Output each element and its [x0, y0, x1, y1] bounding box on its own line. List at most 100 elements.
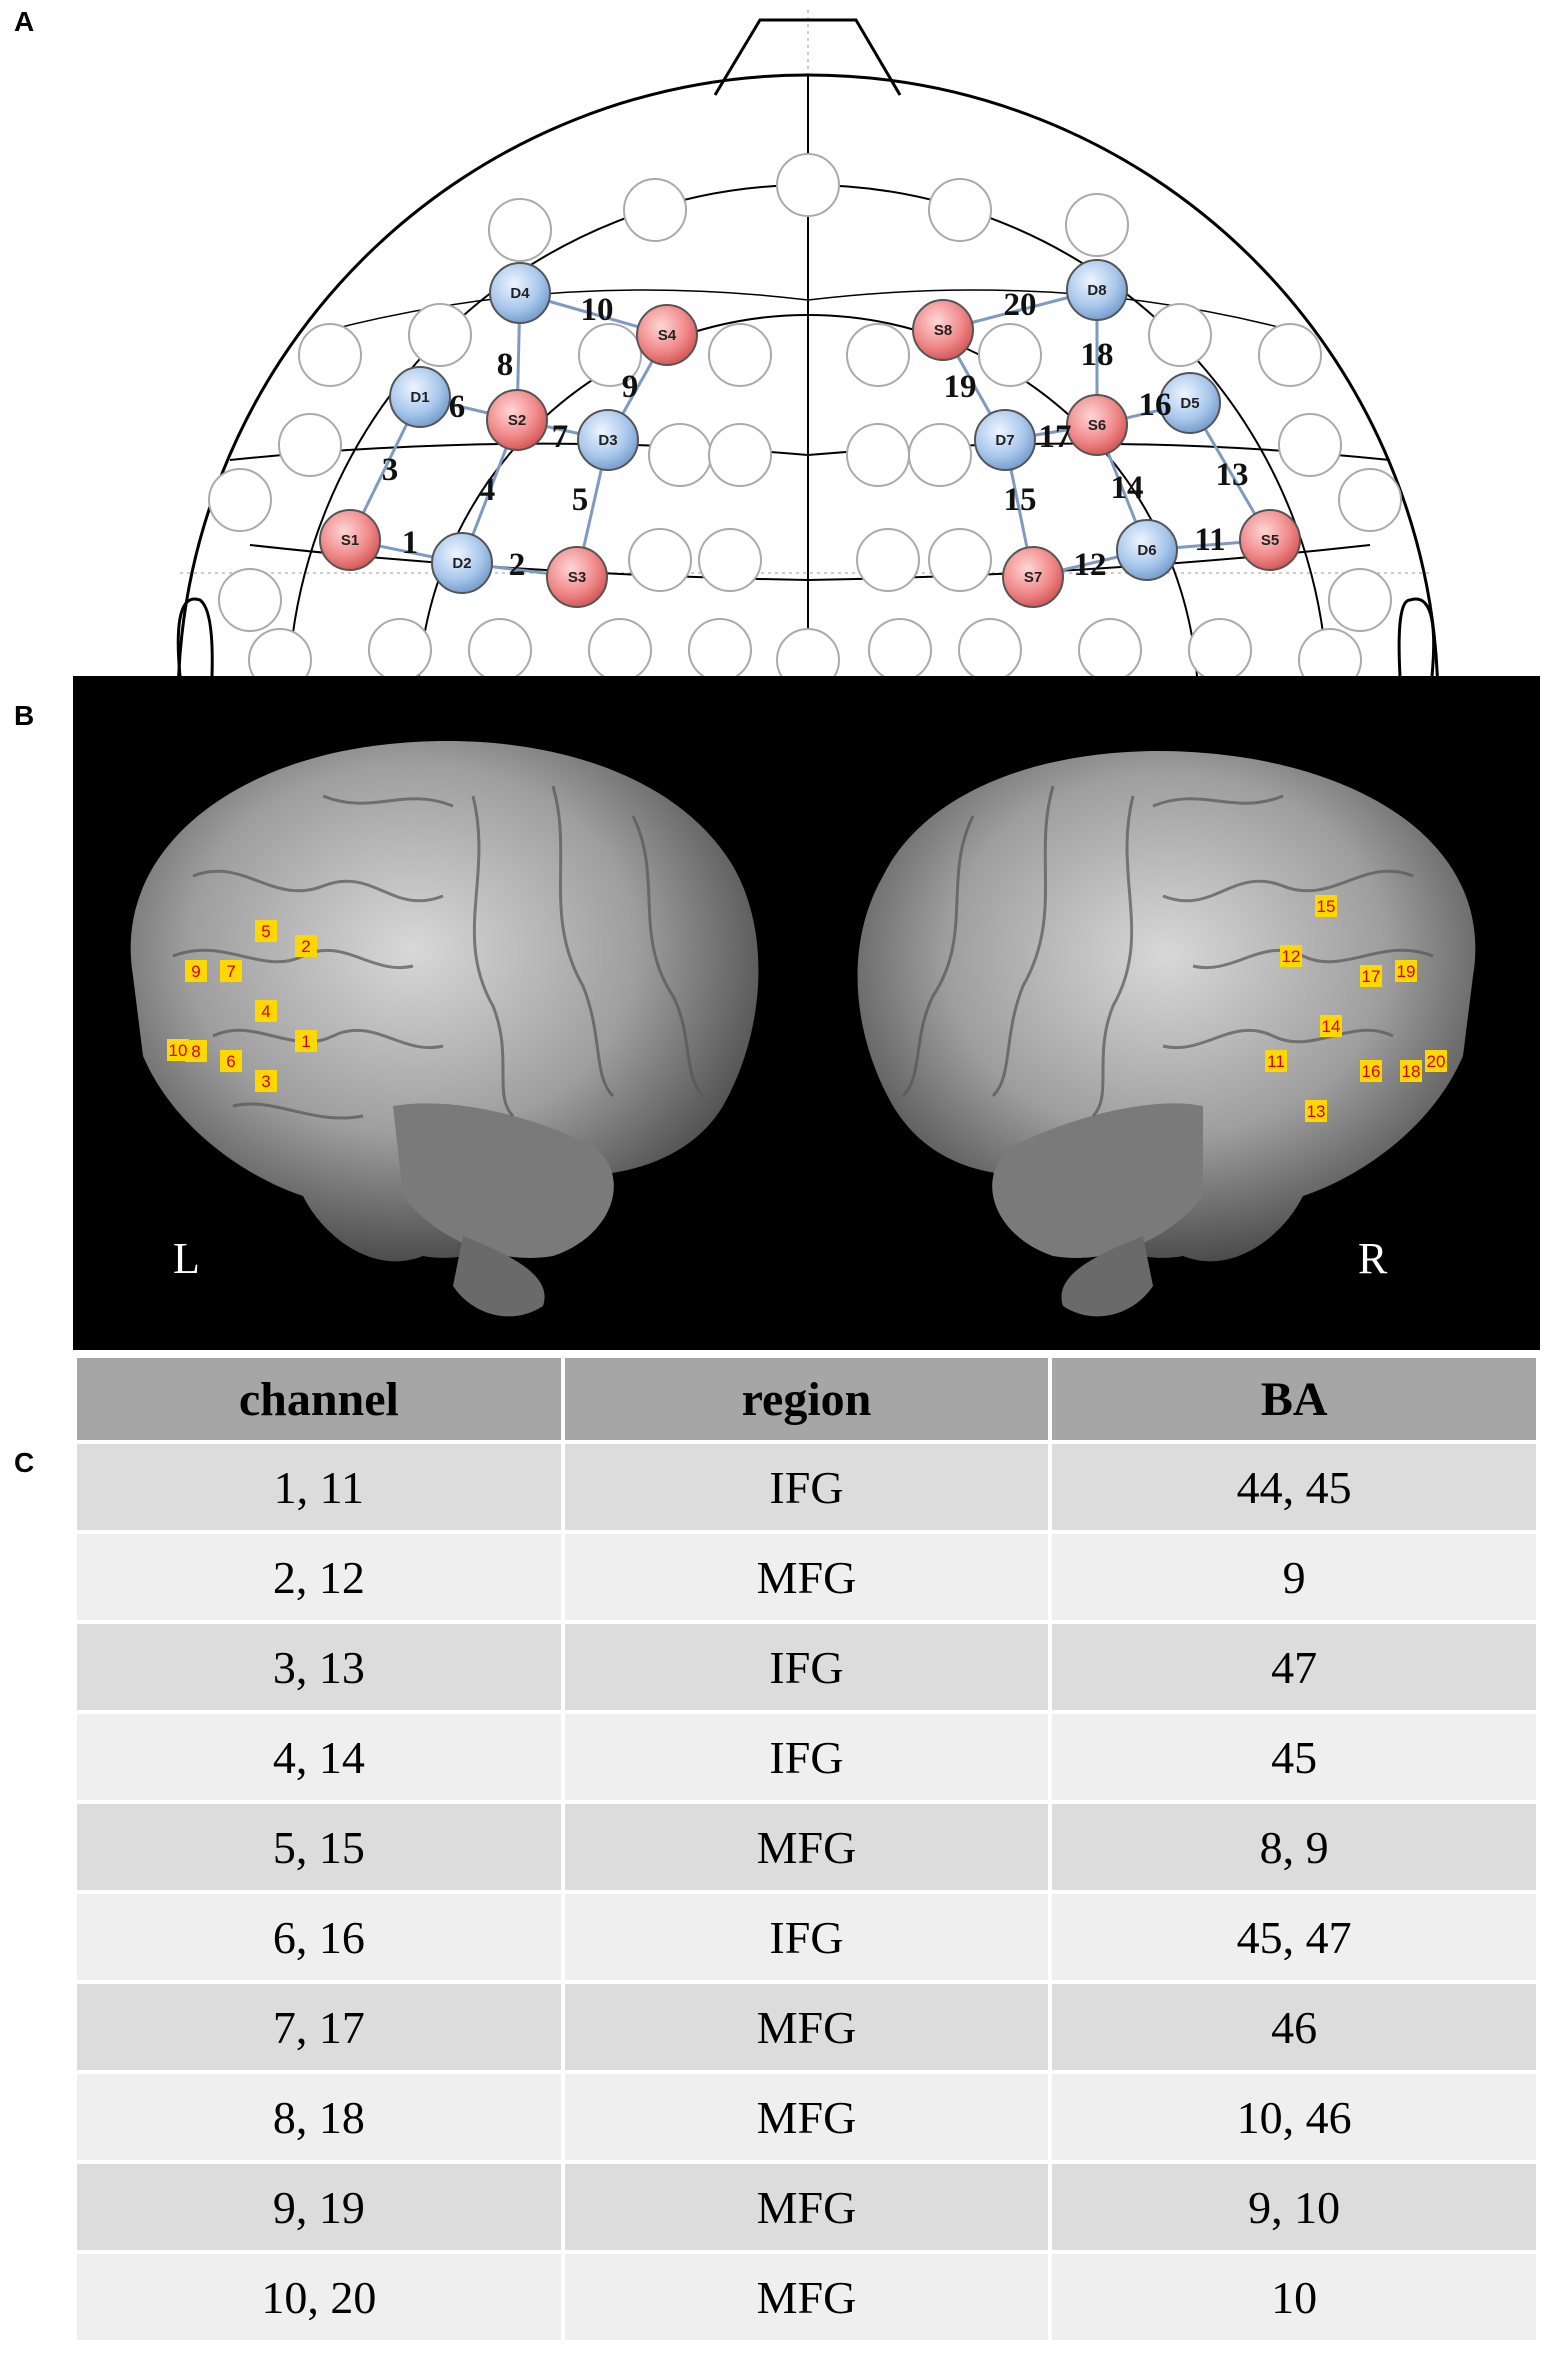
empty-position-marker — [1338, 468, 1402, 532]
region-cell: IFG — [564, 1894, 1049, 1980]
empty-position-marker — [278, 413, 342, 477]
marker-number: 4 — [261, 1002, 270, 1021]
detector-optode: D1 — [389, 366, 451, 428]
empty-position-marker — [578, 323, 642, 387]
ba-cell: 8, 9 — [1052, 1804, 1536, 1890]
marker-square — [1360, 965, 1382, 987]
brain-channel-marker: 4 — [255, 1000, 277, 1022]
region-cell: IFG — [564, 1714, 1049, 1800]
empty-position-marker — [208, 468, 272, 532]
empty-position-marker — [908, 423, 972, 487]
region-cell: MFG — [564, 1804, 1049, 1890]
empty-position-marker — [623, 178, 687, 242]
marker-square — [1265, 1050, 1287, 1072]
empty-position-marker — [708, 423, 772, 487]
detector-optode: D5 — [1159, 372, 1221, 434]
source-optode: S8 — [912, 299, 974, 361]
channel-number-label: 13 — [1216, 457, 1249, 493]
channel-number-label: 4 — [479, 472, 496, 508]
right-hemisphere-label: R — [1358, 1234, 1388, 1283]
marker-number: 19 — [1397, 962, 1416, 981]
panel-label-a: A — [14, 6, 35, 37]
channel-number-label: 14 — [1111, 470, 1144, 506]
detector-optode: D6 — [1116, 519, 1178, 581]
marker-number: 11 — [1267, 1052, 1285, 1071]
marker-number: 18 — [1402, 1062, 1421, 1081]
optode-circle — [912, 299, 974, 361]
ba-cell: 47 — [1052, 1624, 1536, 1710]
empty-position-marker — [868, 618, 932, 676]
header-ba: BA — [1052, 1358, 1536, 1440]
marker-number: 1 — [301, 1032, 310, 1051]
marker-square — [295, 935, 317, 957]
source-optode: S1 — [319, 509, 381, 571]
region-cell: MFG — [564, 1984, 1049, 2070]
optode-label: D1 — [410, 389, 429, 406]
channel-number-label: 15 — [1004, 482, 1037, 518]
brain-channel-marker: 8 — [185, 1040, 207, 1062]
ba-cell: 45 — [1052, 1714, 1536, 1800]
detector-optode: D3 — [577, 409, 639, 471]
marker-square — [185, 960, 207, 982]
detector-optode: D7 — [974, 409, 1036, 471]
optode-label: S1 — [341, 532, 359, 549]
marker-square — [1305, 1100, 1327, 1122]
left-hemisphere-label: L — [173, 1234, 200, 1283]
marker-number: 7 — [226, 962, 235, 981]
marker-number: 5 — [261, 922, 270, 941]
header-region: region — [564, 1358, 1049, 1440]
channel-number-label: 7 — [552, 419, 569, 455]
optode-label: D4 — [510, 285, 530, 302]
ba-cell: 10 — [1052, 2254, 1536, 2340]
optode-circle — [431, 532, 493, 594]
channel-cell: 7, 17 — [77, 1984, 561, 2070]
right-hemisphere-brain — [857, 751, 1476, 1317]
empty-position-marker — [368, 618, 432, 676]
brain-channel-marker: 9 — [185, 960, 207, 982]
empty-position-marker — [958, 618, 1022, 676]
optode-label: D2 — [452, 555, 471, 572]
empty-position-marker — [648, 423, 712, 487]
source-optode: S4 — [636, 304, 698, 366]
channel-number-label: 1 — [402, 525, 419, 561]
marker-square — [1320, 1015, 1342, 1037]
brain-channel-marker: 1 — [295, 1030, 317, 1052]
empty-position-marker — [588, 618, 652, 676]
region-cell: IFG — [564, 1444, 1049, 1530]
optode-label: D6 — [1137, 542, 1156, 559]
ba-cell: 9 — [1052, 1534, 1536, 1620]
marker-number: 14 — [1322, 1017, 1341, 1036]
region-cell: MFG — [564, 2164, 1049, 2250]
empty-position-marker — [928, 178, 992, 242]
marker-number: 16 — [1362, 1062, 1381, 1081]
marker-square — [255, 1000, 277, 1022]
source-optode: S2 — [486, 389, 548, 451]
channel-number-label: 3 — [382, 452, 399, 488]
marker-number: 17 — [1362, 967, 1381, 986]
source-optode: S5 — [1239, 509, 1301, 571]
optode-circle — [319, 509, 381, 571]
optode-label: S7 — [1024, 569, 1042, 586]
optode-label: S5 — [1261, 532, 1279, 549]
empty-position-marker — [846, 323, 910, 387]
channel-cell: 10, 20 — [77, 2254, 561, 2340]
marker-number: 8 — [191, 1042, 200, 1061]
empty-position-marker — [698, 528, 762, 592]
brain-channel-marker: 10 — [167, 1039, 189, 1061]
channel-number-label: 2 — [509, 547, 526, 583]
empty-position-marker — [688, 618, 752, 676]
marker-square — [295, 1030, 317, 1052]
table-header-row: channel region BA — [77, 1358, 1536, 1440]
marker-number: 15 — [1317, 897, 1336, 916]
brain-channel-marker: 2 — [295, 935, 317, 957]
